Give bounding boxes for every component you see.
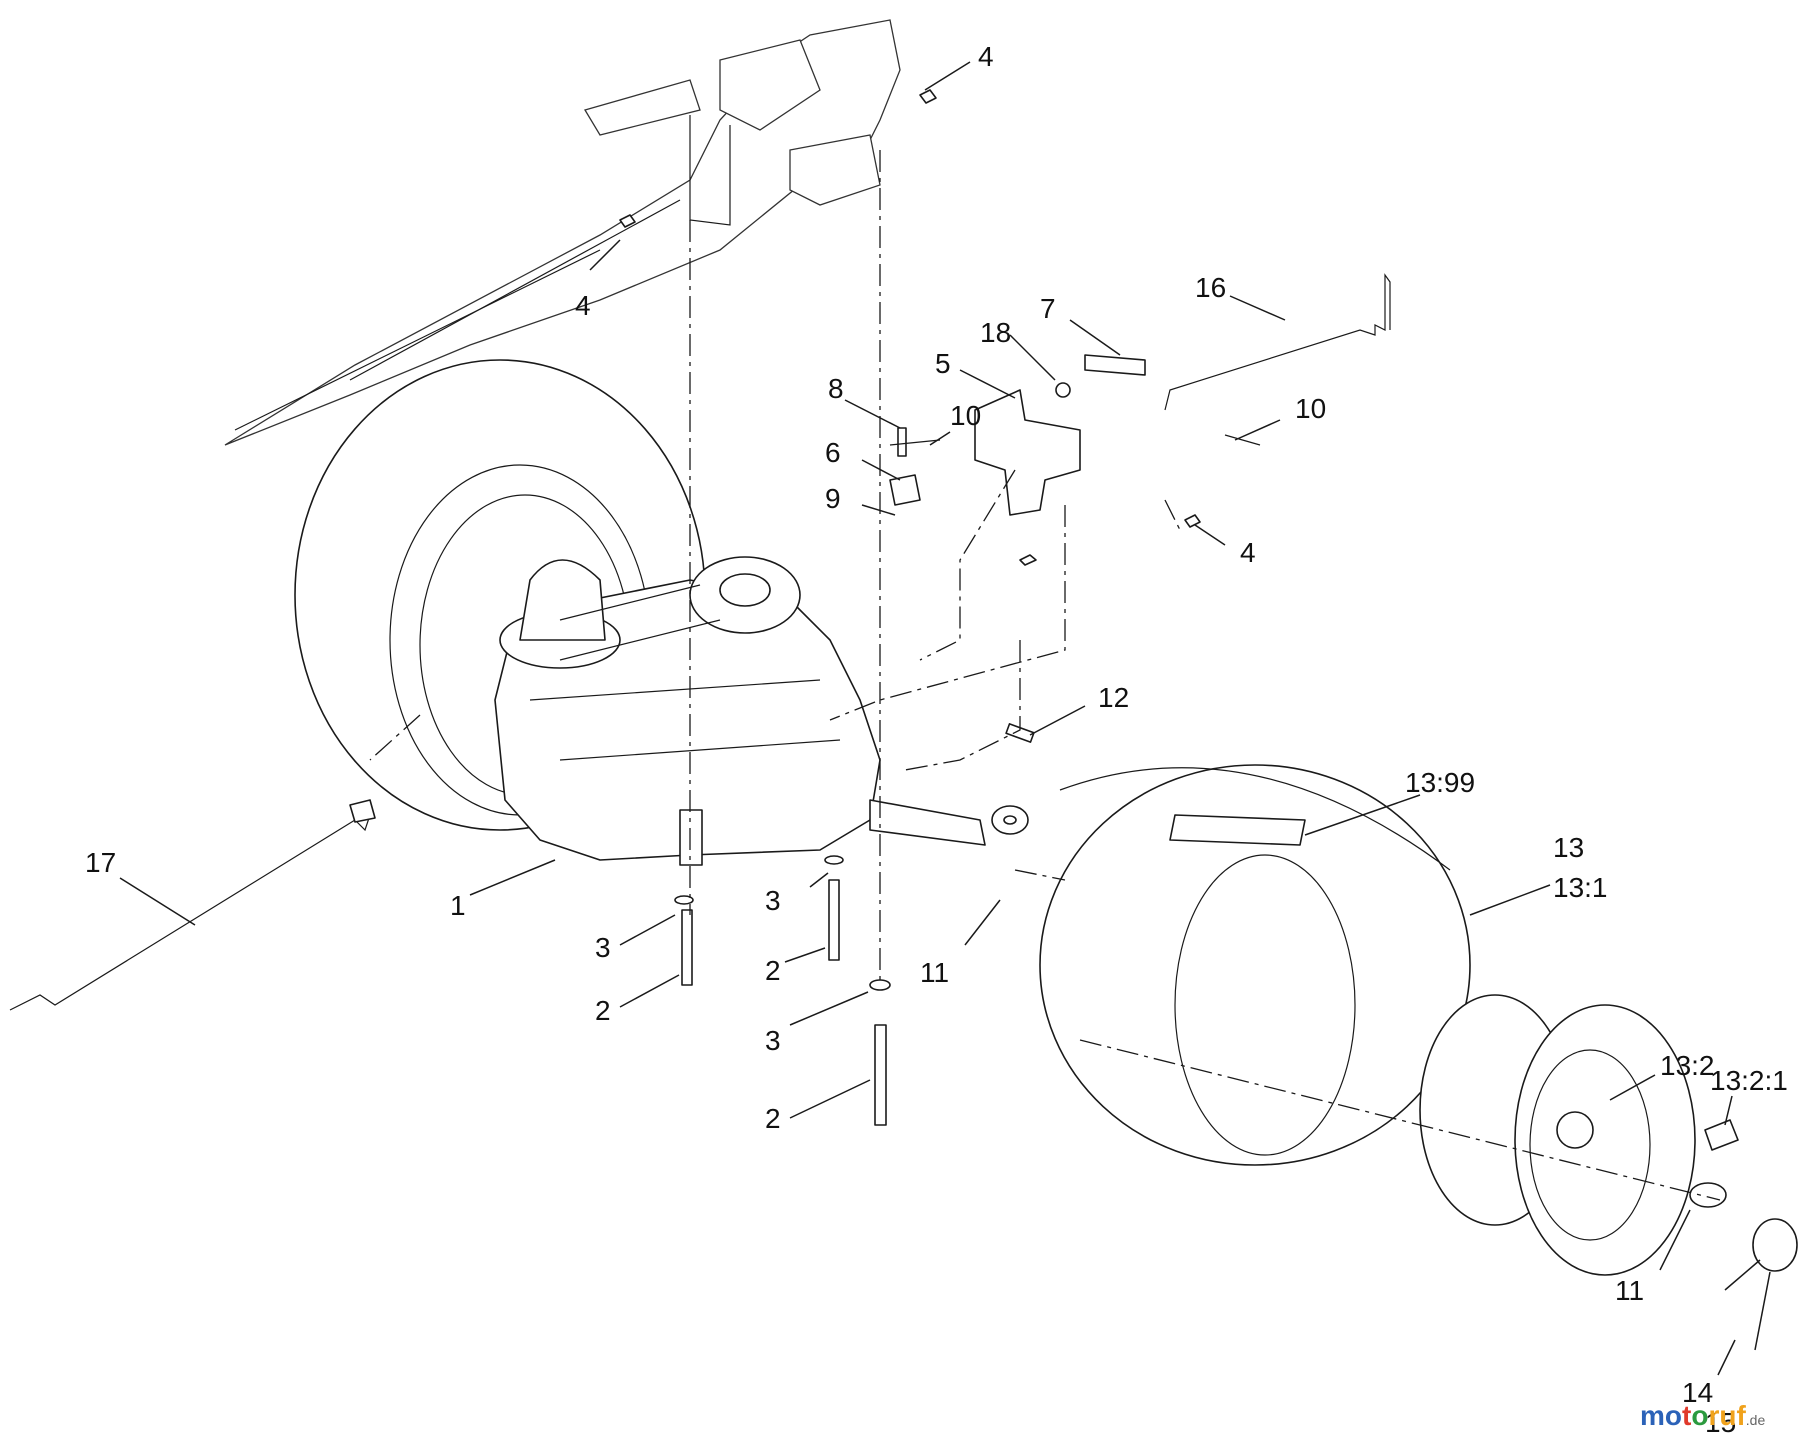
- callout-13-2: 13:2: [1660, 1050, 1715, 1081]
- control-bracket: [889, 273, 1391, 566]
- callout-4-top-right: 4: [978, 41, 994, 72]
- rod-17: [9, 799, 376, 1011]
- wheel-rim: [1419, 994, 1798, 1276]
- callout-9: 9: [825, 483, 841, 514]
- callout-3-middle: 3: [765, 885, 781, 916]
- callout-8: 8: [828, 373, 844, 404]
- callout-13: 13: [1553, 832, 1584, 863]
- callout-2-middle: 2: [765, 955, 781, 986]
- callout-4-lower-right: 4: [1240, 537, 1256, 568]
- callout-18: 18: [980, 317, 1011, 348]
- callout-1: 1: [450, 890, 466, 921]
- callout-2-lower: 2: [765, 1103, 781, 1134]
- callout-3-lower: 3: [765, 1025, 781, 1056]
- mower-frame: [224, 19, 901, 446]
- callout-13-99: 13:99: [1405, 767, 1475, 798]
- callout-7: 7: [1040, 293, 1056, 324]
- callout-3-left: 3: [595, 932, 611, 963]
- callout-11-center: 11: [920, 957, 949, 988]
- callout-4-left: 4: [575, 290, 591, 321]
- callout-11-right: 11: [1615, 1275, 1644, 1306]
- callout-6: 6: [825, 437, 841, 468]
- callout-10-right: 10: [1295, 393, 1326, 424]
- callout-2-left: 2: [595, 995, 611, 1026]
- hardware: [619, 89, 1201, 1126]
- callout-13-1: 13:1: [1553, 872, 1608, 903]
- callout-10-center: 10: [950, 400, 981, 431]
- transaxle: [494, 556, 986, 866]
- leader-lines: [119, 61, 1771, 1376]
- callout-12: 12: [1098, 682, 1129, 713]
- right-tire: [1039, 764, 1471, 1166]
- callout-17: 17: [85, 847, 116, 878]
- watermark-logo: motoruf.de: [1640, 1400, 1765, 1431]
- callout-15: 15: [1705, 1407, 1736, 1437]
- callout-16: 16: [1195, 272, 1226, 303]
- callout-5: 5: [935, 348, 951, 379]
- callout-13-2-1: 13:2:1: [1710, 1065, 1788, 1096]
- svg-text:motoruf.de: motoruf.de: [1640, 1400, 1765, 1431]
- alignment-lines: [369, 150, 1721, 1201]
- callout-labels: 4 4 16 7 18 5 8 10 10 6 9 4 12 13:99 13 …: [85, 41, 1788, 1437]
- callout-14: 14: [1682, 1377, 1713, 1408]
